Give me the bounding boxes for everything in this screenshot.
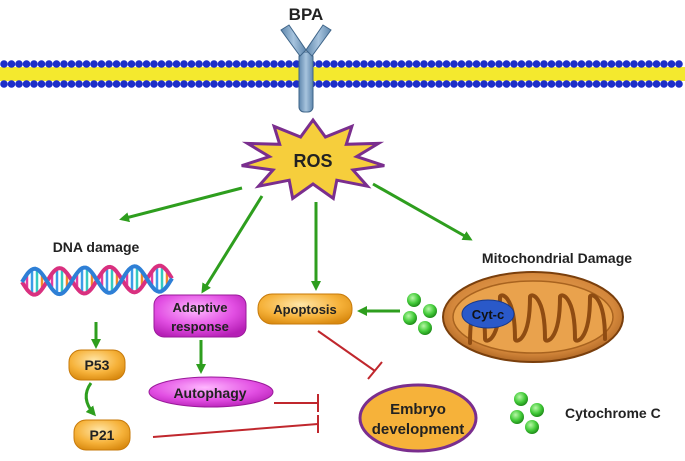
embryo-label-line2: development bbox=[372, 421, 465, 438]
p53-label: P53 bbox=[85, 357, 110, 373]
inhibit-p21-to-embryo bbox=[152, 415, 319, 438]
cytochrome-cluster-icon bbox=[403, 293, 437, 335]
apoptosis-label: Apoptosis bbox=[273, 302, 337, 317]
mitochondrial-damage-label: Mitochondrial Damage bbox=[482, 250, 632, 266]
mitochondrion-icon bbox=[442, 271, 624, 363]
arrow-ros-to-mitochondrial-damage bbox=[372, 182, 473, 241]
inhibit-autophagy-to-embryo bbox=[274, 394, 319, 412]
bpa-label: BPA bbox=[289, 5, 324, 24]
autophagy-node: Autophagy bbox=[148, 376, 274, 408]
apoptosis-node: Apoptosis bbox=[257, 293, 353, 325]
autophagy-label: Autophagy bbox=[173, 385, 246, 401]
cell-membrane bbox=[0, 60, 685, 88]
adaptive-label-line1: Adaptive bbox=[173, 300, 228, 315]
embryo-development-node: Embryo development bbox=[358, 383, 478, 453]
dna-helix-icon bbox=[20, 263, 174, 297]
adaptive-label-line2: response bbox=[171, 319, 229, 334]
receptor-icon bbox=[280, 24, 332, 113]
dna-damage-label: DNA damage bbox=[53, 239, 140, 255]
ros-label: ROS bbox=[293, 151, 332, 171]
inhibit-apoptosis-to-embryo bbox=[317, 330, 383, 380]
legend-cytochrome-icon bbox=[510, 392, 544, 434]
arrow-ros-to-dna-damage bbox=[119, 186, 243, 223]
arrow-ros-to-adaptive-response bbox=[201, 195, 264, 294]
cyt-c-oval: Cyt-c bbox=[461, 299, 515, 329]
p21-node: P21 bbox=[73, 419, 131, 451]
p21-label: P21 bbox=[90, 427, 115, 443]
legend: Cytochrome C bbox=[510, 392, 661, 434]
cyt-c-label: Cyt-c bbox=[472, 307, 505, 322]
embryo-label-line1: Embryo bbox=[390, 401, 446, 418]
arrow-p53-to-p21 bbox=[84, 382, 96, 417]
legend-cytochrome-label: Cytochrome C bbox=[565, 405, 661, 421]
p53-node: P53 bbox=[68, 349, 126, 381]
ros-node: ROS bbox=[241, 117, 385, 201]
adaptive-response-node: Adaptive response bbox=[153, 294, 247, 338]
